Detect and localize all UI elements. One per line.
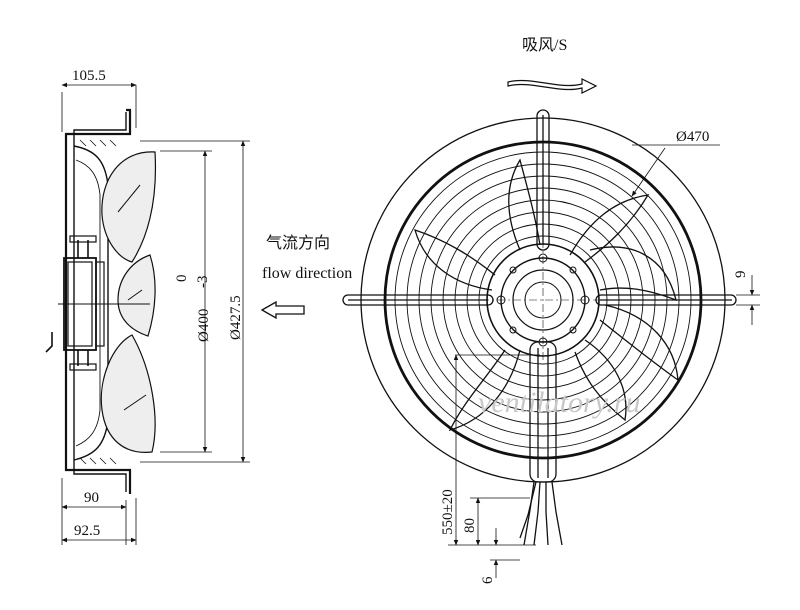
cables — [519, 481, 563, 546]
airflow-indicator: 气流方向 flow direction — [260, 234, 352, 320]
intake-label: 吸风/S — [522, 37, 567, 54]
blades-front — [414, 158, 679, 432]
dim-strip-6: 6 — [480, 576, 496, 584]
dim-strip-80: 80 — [462, 518, 478, 533]
dim-slot-width: 9 — [733, 271, 749, 279]
side-view: 105.5 — [45, 68, 250, 545]
airflow-label-cn: 气流方向 — [266, 234, 330, 252]
blade-side-lower — [100, 334, 156, 453]
dim-cable-length: 550±20 — [440, 489, 456, 535]
guard-struts — [342, 109, 737, 306]
housing-profile — [64, 108, 132, 494]
dim-dia-outer: Ø427.5 — [228, 295, 244, 340]
front-view: 吸风/S — [342, 37, 760, 584]
blade-side-middle — [117, 254, 156, 337]
airflow-label-en: flow direction — [262, 265, 352, 282]
dim-depth-92-5: 92.5 — [74, 523, 100, 539]
blade-side-upper — [101, 151, 157, 263]
dim-guard-dia: Ø470 — [676, 129, 709, 145]
airflow-arrow-icon — [260, 300, 305, 320]
dim-depth-90: 90 — [84, 490, 99, 506]
cable-guide — [529, 341, 557, 483]
dim-tol-upper: 0 — [174, 275, 190, 283]
watermark: ventilatory.ru — [478, 386, 640, 419]
intake-arrow-icon — [507, 78, 598, 94]
dim-depth-total: 105.5 — [72, 68, 106, 84]
dim-dia-inner: Ø400 — [196, 309, 212, 342]
dim-tol-lower: -3 — [195, 276, 211, 289]
